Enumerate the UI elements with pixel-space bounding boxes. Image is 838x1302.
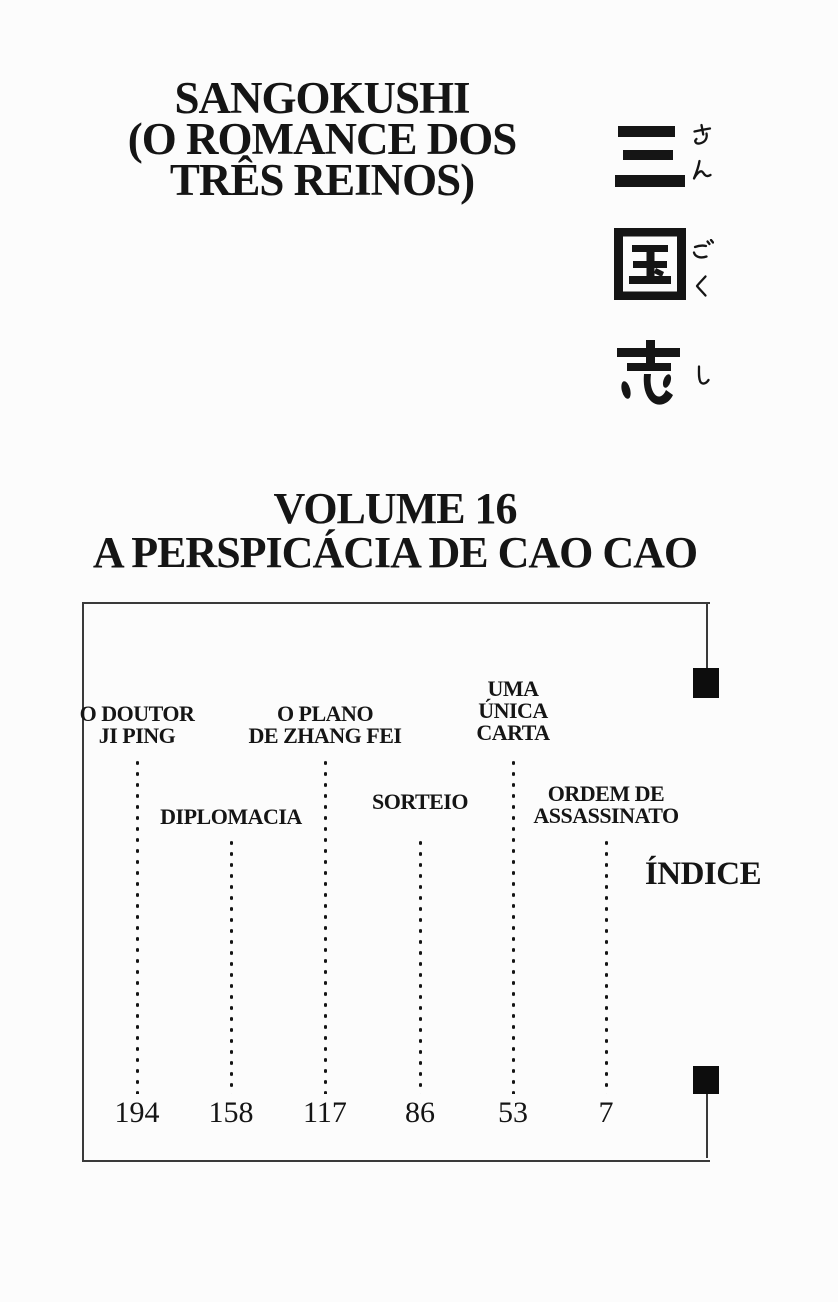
chapter-title: UMA ÚNICA CARTA (476, 676, 550, 745)
series-title-line-2: (O ROMANCE DOS (127, 114, 518, 164)
index-entry-6: ORDEM DE ASSASSINATO 7 (521, 602, 691, 1158)
index-label: ÍNDICE (644, 856, 762, 892)
furigana-sa-icon (693, 123, 712, 145)
furigana-shi-icon (697, 365, 710, 385)
index-frame (82, 602, 710, 1162)
japanese-title-row-san (614, 120, 718, 192)
furigana-go-icon (692, 239, 714, 259)
volume-number: VOLUME 16 (273, 484, 517, 533)
dotted-leader (229, 840, 233, 1094)
chapter-title: ORDEM DE ASSASSINATO (533, 781, 679, 828)
kanji-koku-icon (614, 228, 686, 300)
chapter-title: O DOUTOR JI PING (79, 701, 195, 748)
page-number: 53 (498, 1096, 528, 1129)
kanji-san-icon (615, 126, 685, 187)
volume-title: VOLUME 16 A PERSPICÁCIA DE CAO CAO (75, 487, 715, 575)
index-entry-1: O DOUTOR JI PING 194 (52, 602, 222, 1158)
corner-marker-top-icon (693, 668, 719, 698)
page-number: 7 (598, 1096, 614, 1129)
page-number: 86 (405, 1096, 435, 1129)
chapter-title: SORTEIO (372, 789, 468, 814)
page-number: 194 (114, 1096, 160, 1129)
japanese-title-row-shi (614, 340, 718, 412)
chapter-title: O PLANO DE ZHANG FEI (248, 701, 402, 748)
furigana-shi (690, 364, 714, 399)
dotted-leader (323, 760, 327, 1094)
page-number: 158 (208, 1096, 254, 1129)
volume-subtitle: A PERSPICÁCIA DE CAO CAO (92, 528, 698, 577)
dotted-leader (511, 760, 515, 1094)
dotted-leader (604, 840, 608, 1094)
dotted-leader (418, 840, 422, 1094)
index-frame-right-stub-top (706, 602, 708, 668)
japanese-title-row-koku (614, 228, 718, 300)
index-entry-4: SORTEIO 86 (335, 602, 505, 1158)
index-entry-2: DIPLOMACIA 158 (146, 602, 316, 1158)
kanji-shi-icon (617, 340, 680, 405)
index-frame-right-stub-bottom (706, 1094, 708, 1158)
page-number: 117 (303, 1096, 347, 1129)
index-entry-5: UMA ÚNICA CARTA 53 (428, 602, 598, 1158)
dotted-leader (135, 760, 139, 1094)
corner-marker-bottom-icon (693, 1066, 719, 1094)
series-title: SANGOKUSHI (O ROMANCE DOS TRÊS REINOS) (62, 73, 582, 205)
series-title-line-3: TRÊS REINOS) (169, 155, 475, 205)
series-title-line-1: SANGOKUSHI (174, 73, 470, 123)
furigana-n-icon (692, 159, 712, 180)
furigana-goku (690, 239, 714, 309)
furigana-ku-icon (695, 275, 707, 297)
chapter-title: DIPLOMACIA (160, 804, 302, 829)
furigana-san (690, 123, 714, 193)
index-entry-3: O PLANO DE ZHANG FEI 117 (240, 602, 410, 1158)
